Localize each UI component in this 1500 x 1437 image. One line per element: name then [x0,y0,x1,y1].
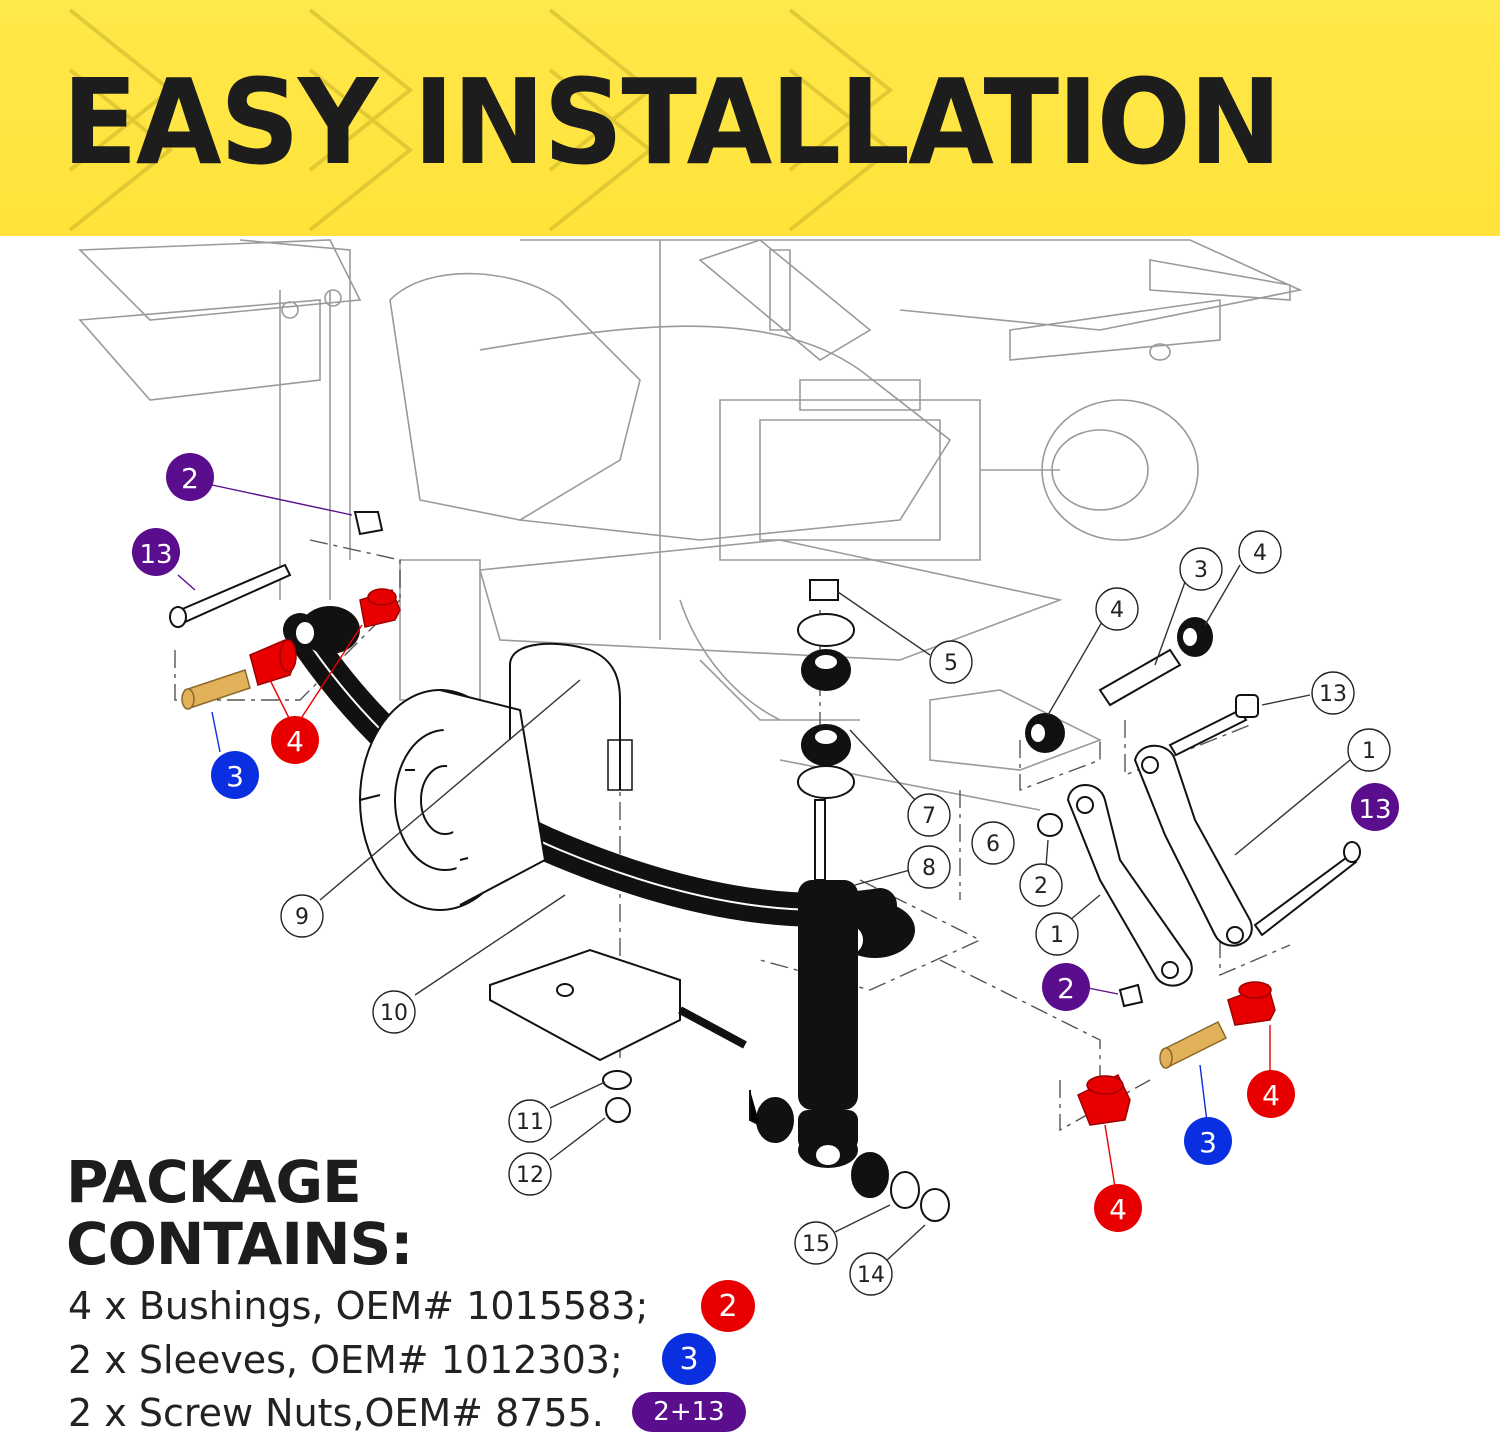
package-item-sleeves: 2 x Sleeves, OEM# 1012303; [68,1338,623,1382]
u-bolt-thread [607,739,633,791]
callout-purple-2-top: 2 [181,462,199,495]
shock-top-parts [797,579,855,799]
package-item-sleeves-badge: 3 [662,1333,716,1385]
leaf-spring-highlight [299,629,881,911]
color-badges: 2 13 4 3 13 2 4 3 4 [132,453,1399,1232]
callout-blue-3-right: 3 [1199,1126,1217,1159]
banner-title: EASY INSTALLATION [62,53,1282,191]
shock-bottom-parts [602,1070,950,1222]
callout-10: 10 [380,1001,408,1026]
header-banner: EASY INSTALLATION [0,0,1500,236]
callout-2: 2 [1034,874,1048,899]
callout-blue-3-left: 3 [226,760,244,793]
callout-4b: 4 [1253,541,1267,566]
callout-11: 11 [516,1110,544,1135]
badge-bg-purple-2-top [166,453,214,501]
package-heading-line2: CONTAINS: [66,1210,413,1278]
callout-9: 9 [295,905,309,930]
badge-bg-red-4-bottom [1094,1184,1142,1232]
spring-eye-left [300,606,360,654]
package-heading-line1: PACKAGE [66,1148,362,1216]
callout-purple-2-bottom: 2 [1057,972,1075,1005]
shock-absorber [798,799,858,1168]
u-bolt [509,642,621,790]
package-item-bushings-badge: 2 [701,1280,755,1332]
callout-15: 15 [802,1232,830,1257]
badge-bg-blue-3-left [211,751,259,799]
badge-bg-purple-13-left [132,528,180,576]
callout-12: 12 [516,1163,544,1188]
badge-bg-purple-13-right [1351,783,1399,831]
mount-stud [678,1006,747,1049]
callout-red-4-bottom: 4 [1109,1193,1127,1226]
callout-red-4-left: 4 [286,725,304,758]
callout-3: 3 [1194,558,1208,583]
frame-bushings [1025,617,1213,753]
package-item-bushings: 4 x Bushings, OEM# 1015583; [68,1284,649,1328]
package-item-screw-nuts: 2 x Screw Nuts,OEM# 8755. [68,1391,604,1435]
callout-red-4-right: 4 [1262,1079,1280,1112]
callout-6: 6 [986,832,1000,857]
axle-plate-hole [556,983,574,997]
callout-purple-13-right: 13 [1358,795,1391,825]
callout-8: 8 [922,856,936,881]
axle-plate [489,948,681,1062]
callout-5: 5 [944,651,958,676]
callout-purple-13-left: 13 [139,540,172,570]
shackle-plates [1066,744,1253,987]
plain-callout-labels: 5 4 3 4 13 1 7 6 8 2 1 9 10 11 12 15 14 [295,541,1376,1288]
badge-bg-red-4-left [271,716,319,764]
kit-bushings-red [249,588,1276,1126]
leader-lines [177,484,1351,1263]
bolts [169,511,1361,1008]
wheel-hub [359,689,547,911]
banner-chevron-pattern [68,8,894,232]
kit-sleeves [181,669,1228,1069]
badge-bg-blue-3-right [1184,1117,1232,1165]
package-item-screw-nuts-badge: 2+13 [632,1392,746,1432]
plain-callouts [280,530,1391,1296]
callout-4a: 4 [1110,598,1124,623]
spring-eye-left-hole [294,620,316,646]
badge-bg-purple-2-bottom [1042,963,1090,1011]
chassis-outline [78,239,1303,811]
badge-bg-red-4-right [1247,1070,1295,1118]
callout-13: 13 [1319,682,1347,707]
callout-1a: 1 [1362,739,1376,764]
callout-1b: 1 [1050,923,1064,948]
suspension-diagram: 2 13 4 3 13 2 4 3 4 5 [78,239,1399,1296]
callout-7: 7 [922,804,936,829]
callout-14: 14 [857,1263,885,1288]
